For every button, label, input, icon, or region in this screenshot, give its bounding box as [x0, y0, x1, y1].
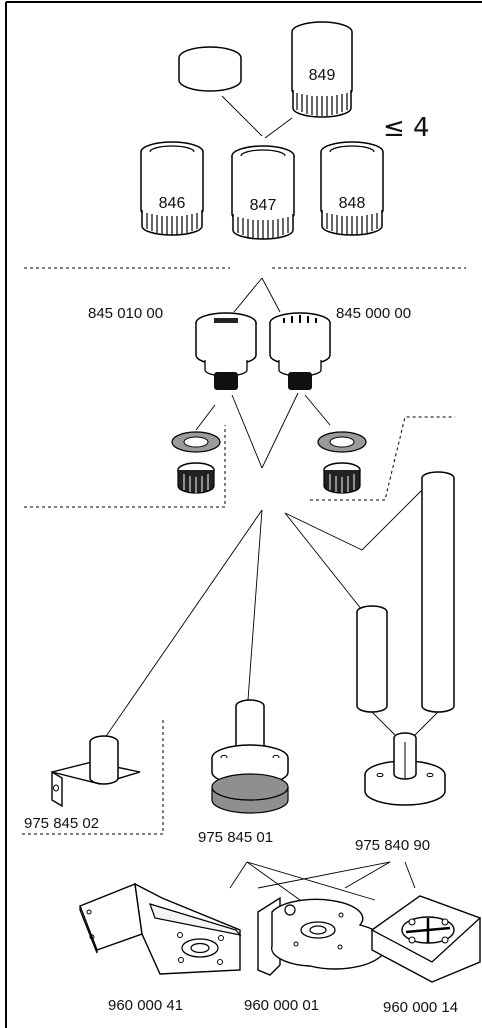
max-modules-label: ≤ 4: [383, 113, 430, 143]
base-label-845-010-00: 845 010 00: [88, 305, 163, 322]
module-848-label: 848: [339, 195, 366, 212]
module-848: 848: [320, 141, 384, 236]
base-label-845-000-00: 845 000 00: [336, 305, 411, 322]
base-845-010-00: [195, 312, 257, 390]
module-846: 846: [140, 141, 204, 236]
bracket-label-960-000-01: 960 000 01: [244, 997, 319, 1014]
bracket-label-960-000-41: 960 000 41: [108, 997, 183, 1014]
bracket-960-000-14: [370, 895, 482, 983]
wall-mount-975-845-02: [51, 735, 141, 808]
washer-nut-right: [317, 431, 367, 494]
tube-mount-975-845-01: [211, 699, 289, 814]
bracket-960-000-01: [257, 896, 388, 976]
pole-short: [356, 605, 388, 713]
module-847-label: 847: [250, 197, 277, 214]
mount-label-975-845-02: 975 845 02: [24, 815, 99, 832]
module-849: 849: [291, 21, 353, 118]
pipe-mount-975-840-90: [364, 732, 446, 806]
module-846-label: 846: [159, 195, 186, 212]
pole-long: [421, 471, 455, 713]
mount-label-975-840-90: 975 840 90: [355, 837, 430, 854]
module-849-label: 849: [309, 67, 336, 84]
cap-cover: [178, 46, 242, 92]
module-847: 847: [231, 145, 295, 240]
washer-nut-left: [171, 431, 221, 494]
mount-label-975-845-01: 975 845 01: [198, 829, 273, 846]
bracket-960-000-41: [79, 882, 242, 975]
bracket-label-960-000-14: 960 000 14: [383, 999, 458, 1016]
base-845-000-00: [269, 312, 331, 390]
